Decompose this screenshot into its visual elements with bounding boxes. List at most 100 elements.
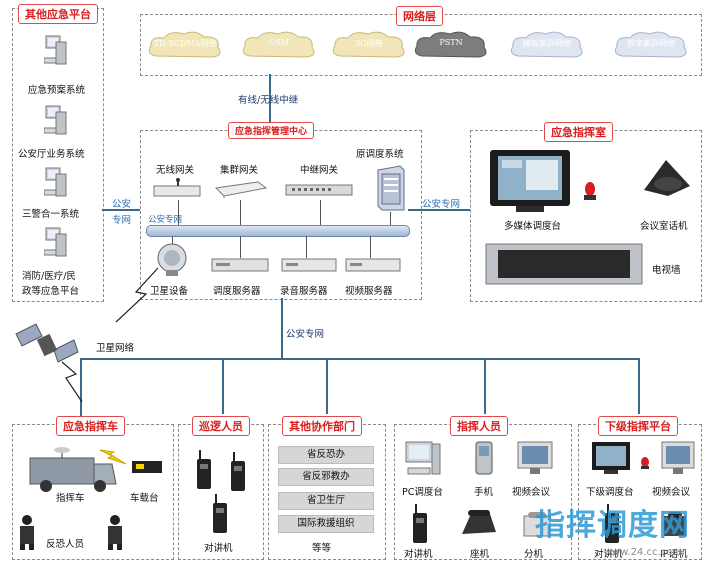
main-backbone-vertical bbox=[281, 298, 283, 360]
conference-phone-icon bbox=[644, 160, 690, 196]
pc-console-label: PC调度台 bbox=[402, 487, 443, 498]
relay-gateway-label: 中继网关 bbox=[300, 165, 339, 176]
watermark-logo: 指挥调度网 bbox=[535, 508, 690, 543]
satellite-icon bbox=[15, 323, 79, 363]
dept-item-4: 国际救援组织 bbox=[278, 515, 374, 533]
cloud-3g: 3G网络 bbox=[330, 30, 408, 60]
dept-item-3: 省卫生厅 bbox=[278, 492, 374, 510]
computer-icon bbox=[44, 35, 67, 65]
video-wall-icon bbox=[485, 243, 643, 285]
drop-line bbox=[320, 200, 321, 226]
network-layer-title: 网络层 bbox=[396, 6, 443, 26]
multimedia-console-icon bbox=[490, 150, 570, 212]
lower-platform-title: 下级指挥平台 bbox=[598, 416, 678, 436]
command-center-panel bbox=[140, 130, 422, 300]
walkie-talkie-icon bbox=[413, 504, 427, 543]
computer-icon bbox=[44, 105, 67, 135]
left-public-net-label-1: 公安 bbox=[112, 199, 132, 210]
other-platforms-title: 其他应急平台 bbox=[18, 4, 98, 24]
satellite-dish-icon bbox=[157, 243, 187, 276]
branch-line bbox=[222, 358, 224, 414]
vehicle-title: 应急指挥车 bbox=[56, 416, 125, 436]
drop-line bbox=[172, 236, 173, 246]
wireless-gateway-label: 无线网关 bbox=[156, 165, 195, 176]
left-public-net-label-2: 专网 bbox=[112, 215, 132, 226]
alarm-light-icon bbox=[584, 182, 596, 200]
drop-line bbox=[390, 212, 391, 226]
patrol-title: 巡逻人员 bbox=[192, 416, 250, 436]
satellite-network-label: 卫星网络 bbox=[96, 343, 135, 354]
video-conference-icon bbox=[517, 441, 553, 474]
relay-gateway-icon bbox=[285, 184, 353, 196]
branch-line bbox=[80, 358, 82, 428]
vehicle-radio-label: 车载台 bbox=[130, 493, 159, 504]
trunk-gateway-label: 集群网关 bbox=[220, 165, 259, 176]
lower-radio-label: 对讲机 bbox=[594, 549, 623, 560]
lower-console-label: 下级调度台 bbox=[586, 487, 634, 498]
trunk-gateway-icon bbox=[214, 181, 268, 198]
bus-label: 公安专网 bbox=[148, 215, 183, 225]
video-wall-label: 电视墙 bbox=[652, 265, 681, 276]
person-icon bbox=[108, 515, 122, 550]
mobile-phone-icon bbox=[475, 441, 493, 475]
original-system-label: 原调度系统 bbox=[356, 149, 404, 160]
recording-server-icon bbox=[281, 258, 337, 272]
video-conference-label: 视频会议 bbox=[512, 487, 551, 498]
computer-icon bbox=[44, 227, 67, 257]
desk-phone-label: 座机 bbox=[470, 549, 490, 560]
pc-console-icon bbox=[405, 441, 441, 475]
public-security-bus bbox=[146, 225, 410, 237]
lower-console-icon bbox=[592, 442, 630, 474]
walkie-talkie-icon bbox=[605, 504, 619, 543]
platform-label-2: 公安厅业务系统 bbox=[18, 149, 85, 160]
watermark-url: www.24.cc.com bbox=[603, 547, 682, 558]
dispatch-server-icon bbox=[211, 258, 269, 272]
command-room-title: 应急指挥室 bbox=[544, 122, 613, 142]
computer-icon bbox=[44, 167, 67, 197]
commander-title: 指挥人员 bbox=[450, 416, 508, 436]
left-public-net-line bbox=[102, 209, 140, 211]
satellite-link-zigzag bbox=[61, 267, 159, 403]
command-vehicle-label: 指挥车 bbox=[56, 493, 85, 504]
drop-line bbox=[240, 236, 241, 258]
cloud-pstn: PSTN bbox=[412, 30, 490, 60]
cloud-gsm: GSM bbox=[240, 30, 318, 60]
desk-phone-icon bbox=[462, 510, 496, 534]
platform-label-5: 政等应急平台 bbox=[22, 286, 80, 297]
platform-label-1: 应急预案系统 bbox=[28, 85, 86, 96]
main-backbone-label: 公安专网 bbox=[286, 329, 325, 340]
drop-line bbox=[178, 200, 179, 226]
extension-phone-label: 分机 bbox=[524, 549, 544, 560]
branch-line bbox=[638, 358, 640, 414]
alarm-light-icon bbox=[641, 457, 649, 469]
mobile-phone-label: 手机 bbox=[474, 487, 494, 498]
original-system-server-icon bbox=[377, 165, 405, 211]
conference-phone-label: 会议室话机 bbox=[640, 221, 688, 232]
vehicle-panel bbox=[12, 424, 174, 560]
dept-item-etc: 等等 bbox=[312, 543, 332, 554]
walkie-talkie-icon bbox=[197, 450, 211, 489]
command-vehicle-icon bbox=[29, 447, 117, 492]
patrol-radio-label: 对讲机 bbox=[204, 543, 233, 554]
satellite-device-label: 卫星设备 bbox=[150, 286, 189, 297]
branch-line bbox=[326, 358, 328, 414]
extension-phone-icon bbox=[523, 512, 551, 537]
commander-radio-label: 对讲机 bbox=[404, 549, 433, 560]
cloud-analog-trunk: 模拟集群网络 bbox=[508, 30, 586, 60]
right-public-net-label: 公安专网 bbox=[422, 199, 461, 210]
wired-wireless-relay-label: 有线/无线中继 bbox=[238, 95, 299, 106]
lightning-icon bbox=[99, 449, 127, 465]
video-conference-icon bbox=[661, 441, 695, 474]
lower-video-label: 视频会议 bbox=[652, 487, 691, 498]
command-center-title: 应急指挥管理中心 bbox=[228, 122, 315, 139]
walkie-talkie-icon bbox=[213, 494, 227, 533]
drop-line bbox=[370, 236, 371, 258]
patrol-panel bbox=[178, 424, 264, 560]
platform-label-4: 消防/医疗/民 bbox=[22, 271, 76, 282]
wireless-gateway-icon bbox=[153, 178, 201, 197]
video-server-icon bbox=[345, 258, 401, 272]
wired-wireless-relay-line bbox=[269, 74, 271, 130]
dispatch-server-label: 调度服务器 bbox=[213, 286, 261, 297]
dept-item-2: 省反邪教办 bbox=[278, 468, 374, 486]
drop-line bbox=[240, 200, 241, 226]
